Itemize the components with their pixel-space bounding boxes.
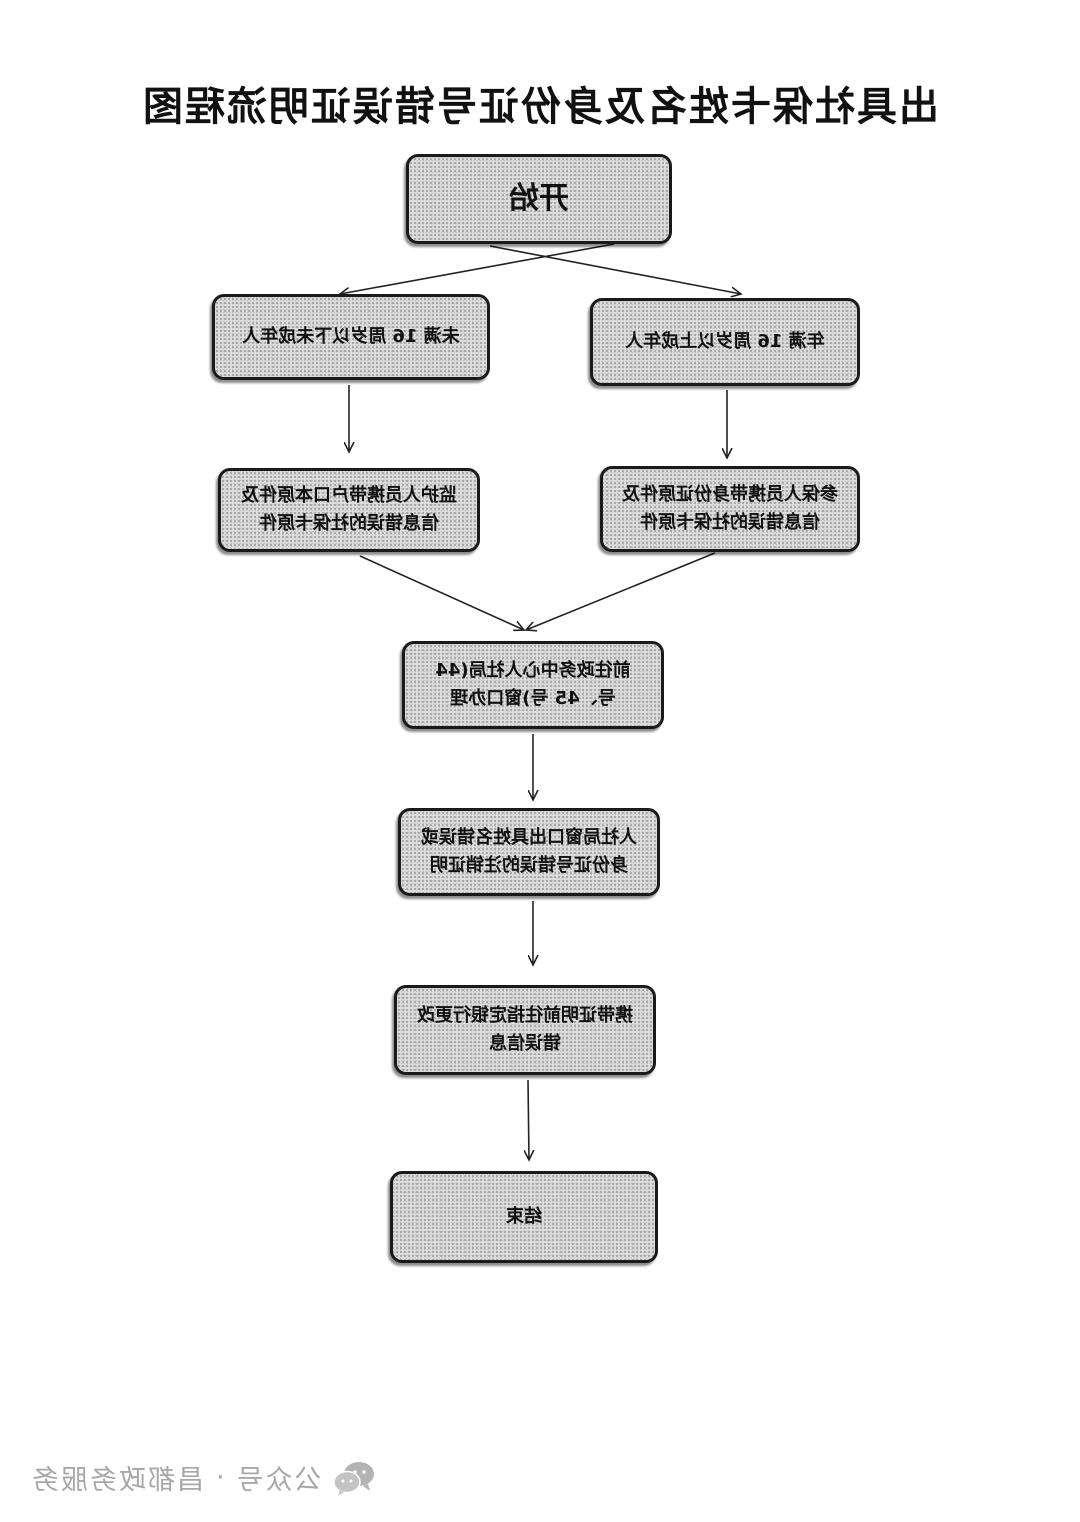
watermark-prefix: 公众号	[234, 1465, 322, 1496]
arrow-minor-docs-to-window	[359, 555, 524, 630]
bank-update-node: 携带证明前往指定银行更改错误信息	[394, 985, 656, 1075]
page-title: 出具社保卡姓名及身份证号错误证明流程图	[141, 84, 939, 130]
adult-branch-node: 年满 16 周岁以上成年人	[590, 298, 860, 386]
watermark: 公众号 · 昌都政务服务	[30, 1458, 376, 1497]
issue-certificate-node: 人社局窗口出具姓名错误或身份证号错误的注销证明	[398, 808, 660, 896]
end-node: 结束	[390, 1171, 658, 1263]
watermark-separator: ·	[214, 1462, 225, 1493]
wechat-icon	[332, 1461, 374, 1496]
minor-branch-node: 未满 16 周岁以下未成年人	[212, 294, 490, 380]
arrow-adult-docs-to-window	[526, 552, 716, 630]
arrow-start-to-adult	[489, 245, 741, 294]
watermark-name: 昌都政务服务	[30, 1465, 204, 1496]
visit-window-node: 前往政务中心人社局(44 号、45 号)窗口办理	[402, 641, 664, 729]
arrow-start-to-minor	[340, 243, 615, 294]
minor-documents-node: 监护人员携带户口本原件及信息错误的社保卡原件	[218, 468, 480, 552]
adult-documents-node: 参保人员携带身份证原件及信息错误的社保卡原件	[600, 466, 860, 552]
start-node: 开始	[406, 154, 672, 244]
arrow-bank-to-end	[528, 1079, 529, 1160]
